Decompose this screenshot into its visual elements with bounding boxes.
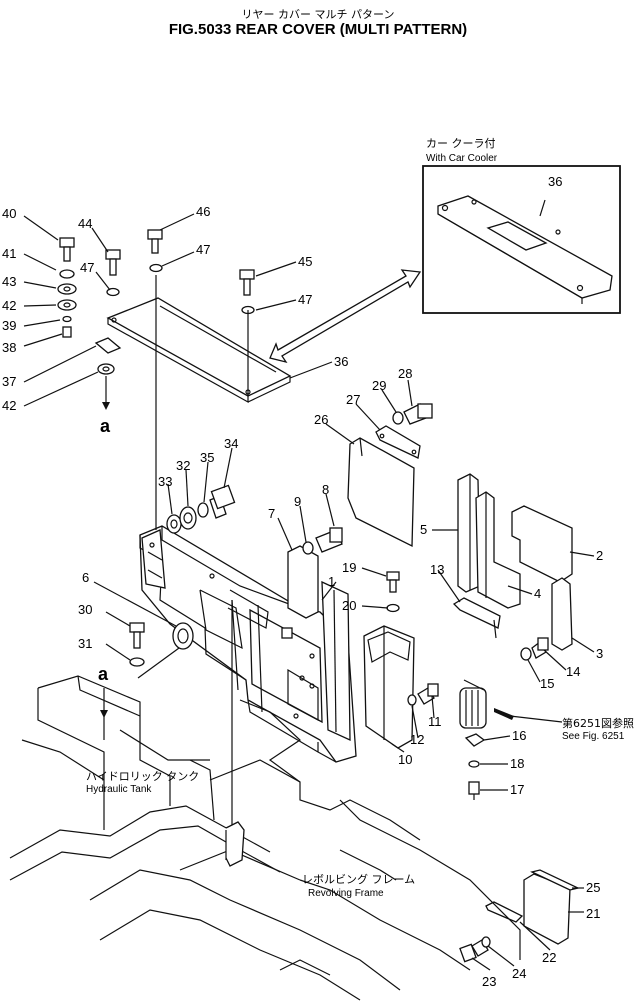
revolving-frame-en: Revolving Frame [308, 888, 384, 899]
leader-lines [23, 213, 595, 971]
callout-15: 15 [540, 676, 554, 691]
see-fig-jp: 第6251図参照 [562, 716, 634, 730]
revolving-frame-outline [9, 699, 521, 1001]
cover-26 [347, 437, 415, 548]
callout-5: 5 [420, 522, 427, 537]
bolt-8 [302, 527, 343, 555]
callout-10: 10 [398, 752, 412, 767]
bolt-11 [407, 683, 439, 706]
hydraulic-tank-outline [21, 675, 215, 830]
figure-title: FIG.5033 REAR COVER (MULTI PATTERN) [169, 21, 467, 38]
ref-a-top: a [100, 416, 111, 436]
callout-4: 4 [534, 586, 541, 601]
callout-13: 13 [430, 562, 444, 577]
callout-37: 37 [2, 374, 16, 389]
callout-22: 22 [542, 950, 556, 965]
lamp-assembly [459, 679, 563, 800]
callout-40: 40 [2, 206, 16, 221]
callout-32: 32 [176, 458, 190, 473]
callout-29: 29 [372, 378, 386, 393]
title-katakana: リヤー カバー マルチ パターン [242, 8, 395, 21]
callout-2: 2 [596, 548, 603, 563]
callout-42: 42 [2, 298, 16, 313]
callout-25: 25 [586, 880, 600, 895]
fastener-stack-left [57, 237, 122, 410]
fasteners-32-35 [166, 484, 236, 534]
bracket-13 [452, 597, 501, 639]
callout-12: 12 [410, 732, 424, 747]
callout-47: 47 [80, 260, 94, 275]
cover-4 [475, 491, 521, 609]
cover-plate-36 [106, 297, 292, 404]
callout-36: 36 [334, 354, 348, 369]
callout-23: 23 [482, 974, 496, 989]
bolt-14 [520, 637, 549, 661]
see-fig-en: See Fig. 6251 [562, 731, 625, 742]
callout-46: 46 [196, 204, 210, 219]
callout-36-inset: 36 [548, 174, 562, 189]
inset-label-jp: カー クーラ付 [426, 137, 496, 150]
callout-17: 17 [510, 782, 524, 797]
cover-7 [287, 545, 319, 619]
callout-45: 45 [298, 254, 312, 269]
callout-3: 3 [596, 646, 603, 661]
callout-33: 33 [158, 474, 172, 489]
inset-frame [422, 165, 621, 314]
callout-20: 20 [342, 598, 356, 613]
bolt-28 [392, 403, 433, 425]
callout-18: 18 [510, 756, 524, 771]
bolt-44 [105, 249, 121, 297]
callout-47: 47 [196, 242, 210, 257]
callout-28: 28 [398, 366, 412, 381]
seal-ring-6 [172, 622, 194, 650]
callout-26: 26 [314, 412, 328, 427]
callout-42: 42 [2, 398, 16, 413]
callout-6: 6 [82, 570, 89, 585]
callout-19: 19 [342, 560, 356, 575]
callout-21: 21 [586, 906, 600, 921]
revolving-frame-jp: レボルビング フレーム [302, 872, 415, 886]
callout-1: 1 [328, 574, 335, 589]
bracket-27 [375, 425, 421, 459]
callout-39: 39 [2, 318, 16, 333]
bolt-30 [129, 622, 145, 667]
bolt-19 [386, 571, 400, 613]
cover-2 [511, 505, 573, 583]
callout-44: 44 [78, 216, 92, 231]
callout-30: 30 [78, 602, 92, 617]
inset-cooler-opening [486, 221, 548, 251]
frame-panel-10 [363, 625, 415, 749]
ref-a-bottom: a [98, 664, 109, 684]
callout-27: 27 [346, 392, 360, 407]
callout-9: 9 [294, 494, 301, 509]
hydraulic-tank-en: Hydraulic Tank [86, 784, 152, 795]
callouts: 40 44 46 41 47 47 43 45 42 47 39 38 36 3… [2, 204, 603, 989]
cover-3 [551, 577, 573, 651]
plate-22 [485, 901, 524, 923]
callout-35: 35 [200, 450, 214, 465]
bolt-45 [239, 269, 255, 315]
callout-31: 31 [78, 636, 92, 651]
callout-47: 47 [298, 292, 312, 307]
reference-arrow [269, 269, 422, 364]
callout-11: 11 [428, 714, 442, 729]
callout-8: 8 [322, 482, 329, 497]
inset-label-en: With Car Cooler [426, 153, 498, 164]
callout-38: 38 [2, 340, 16, 355]
callout-24: 24 [512, 966, 526, 981]
callout-16: 16 [512, 728, 526, 743]
hydraulic-tank-jp: ハイドロリック タンク [86, 770, 199, 783]
callout-41: 41 [2, 246, 16, 261]
main-bracket [139, 525, 357, 763]
callout-34: 34 [224, 436, 238, 451]
callout-14: 14 [566, 664, 580, 679]
inset-with-car-cooler: カー クーラ付 With Car Cooler 36 [422, 137, 621, 314]
callout-7: 7 [268, 506, 275, 521]
bolt-23 [459, 936, 491, 963]
callout-43: 43 [2, 274, 16, 289]
bolt-46 [147, 229, 163, 273]
